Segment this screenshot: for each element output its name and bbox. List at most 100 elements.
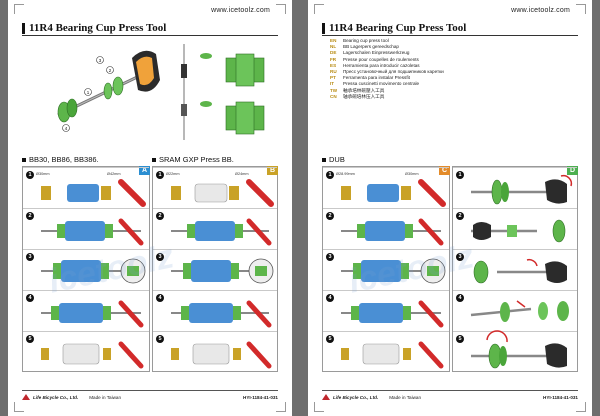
step-number: 1 (326, 171, 334, 179)
crop-mark (314, 4, 324, 14)
language-text: Herramienta para introducir cazoletas (343, 62, 420, 68)
language-text: 轴承碗培林压入工具 (343, 93, 385, 99)
adapter-detail-illustration (181, 44, 265, 140)
document-code: HYI-1184-41-031 (543, 394, 578, 400)
language-code: EN (330, 38, 337, 43)
callout-1: 1 (87, 90, 90, 95)
step-illustration (341, 179, 446, 207)
step-number: 1 (26, 171, 34, 179)
step-number: 3 (326, 253, 334, 261)
step-illustration (341, 341, 444, 369)
step-row: 2 (453, 208, 577, 249)
title-marker (22, 22, 25, 34)
step-illustration (471, 174, 573, 205)
step-row: 1 Ø22mm Ø24mm (153, 167, 277, 208)
step-number: 4 (26, 294, 34, 302)
language-code: CN (330, 93, 337, 99)
language-code: DE (330, 50, 337, 56)
footer: Life Bicycle Co., Ltd. Made in Taiwan HY… (322, 392, 578, 402)
step-illustration (41, 218, 144, 246)
dimension-label: Ø30mm (405, 172, 419, 176)
step-row: 3 (323, 249, 449, 290)
step-number: 2 (26, 212, 34, 220)
step-number: 5 (326, 335, 334, 343)
website-url[interactable]: www.icetoolz.com (211, 7, 270, 14)
crop-mark (576, 402, 586, 412)
language-text: 軸承培林碗壓入工具 (343, 87, 385, 93)
footer-rule (322, 390, 578, 391)
document-code: HYI-1184-41-031 (243, 394, 278, 400)
section-b-label: SRAM GXP Press BB. (159, 155, 234, 164)
footer-rule (22, 390, 278, 391)
step-row: 4 (23, 290, 149, 331)
section-heading-c: DUB (322, 155, 345, 164)
title-bar: 11R4 Bearing Cup Press Tool (22, 22, 166, 34)
language-text: Lagerschalen Einpresswerkzeug (343, 50, 410, 56)
dimension-label: Ø22mm (166, 172, 180, 176)
callout-3: 3 (99, 58, 102, 63)
step-row: 3 (153, 249, 277, 290)
footer-brand: Life Bicycle Co., Ltd. Made in Taiwan (22, 394, 121, 400)
panel-a: A 1 Ø30mm Ø42mm 2 (22, 166, 150, 372)
dimension-label: Ø42mm (107, 172, 121, 176)
section-heading-a: BB30, BB86, BB386. (22, 155, 99, 164)
step-number: 1 (156, 171, 164, 179)
section-c-label: DUB (329, 155, 345, 164)
step-row: 1 (453, 167, 577, 208)
origin-label: Made in Taiwan (89, 394, 122, 400)
language-code: RU (330, 69, 337, 75)
footer: Life Bicycle Co., Ltd. Made in Taiwan HY… (22, 392, 278, 402)
step-number: 4 (456, 294, 464, 302)
panel-tag-a: A (139, 166, 150, 175)
step-row: 4 (453, 290, 577, 331)
step-illustration (470, 300, 569, 322)
step-illustration (41, 300, 144, 328)
step-number: 2 (326, 212, 334, 220)
step-row: 5 (323, 331, 449, 372)
title-marker (322, 22, 325, 34)
step-row: 3 (453, 249, 577, 290)
step-row: 4 (323, 290, 449, 331)
title-bar: 11R4 Bearing Cup Press Tool (322, 22, 466, 34)
panel-tag-c: C (439, 166, 450, 175)
step-number: 2 (456, 212, 464, 220)
language-text: Ferramenta para instalar Pressfit (343, 75, 410, 81)
step-row: 3 (23, 249, 149, 290)
step-number: 5 (156, 335, 164, 343)
dimension-label: Ø28.99mm (336, 172, 355, 176)
crop-mark (276, 402, 286, 412)
language-text: Pressa cuscinetti movimento centrale (343, 81, 420, 87)
right-page: www.icetoolz.com 11R4 Bearing Cup Press … (308, 0, 592, 416)
language-text: Presse pour coupelles de roulements (343, 56, 419, 62)
page-title: 11R4 Bearing Cup Press Tool (329, 22, 467, 34)
step-illustration (473, 258, 567, 284)
company-name: Life Bicycle Co., Ltd. (33, 394, 79, 400)
crop-mark (276, 4, 286, 14)
panel-b: B 1 Ø22mm Ø24mm 2 (152, 166, 278, 372)
step-row: 5 (453, 330, 577, 372)
section-heading-b: SRAM GXP Press BB. (152, 155, 234, 164)
step-number: 5 (26, 335, 34, 343)
dimension-label: Ø30mm (36, 172, 50, 176)
website-url[interactable]: www.icetoolz.com (511, 7, 570, 14)
language-row: CN 轴承碗培林压入工具 (330, 94, 444, 100)
page-title: 11R4 Bearing Cup Press Tool (29, 22, 167, 34)
step-illustration (41, 258, 146, 284)
language-code: IT (330, 81, 335, 87)
step-illustration (471, 330, 567, 369)
crop-mark (576, 4, 586, 14)
step-row: 1 Ø28.99mm Ø30mm (323, 167, 449, 208)
step-row: 5 (23, 331, 149, 372)
company-logo-icon (322, 394, 330, 400)
step-number: 3 (26, 253, 34, 261)
language-code: ES (330, 62, 337, 68)
step-row: 4 (153, 290, 277, 331)
left-page: www.icetoolz.com 11R4 Bearing Cup Press … (8, 0, 292, 416)
step-number: 2 (156, 212, 164, 220)
